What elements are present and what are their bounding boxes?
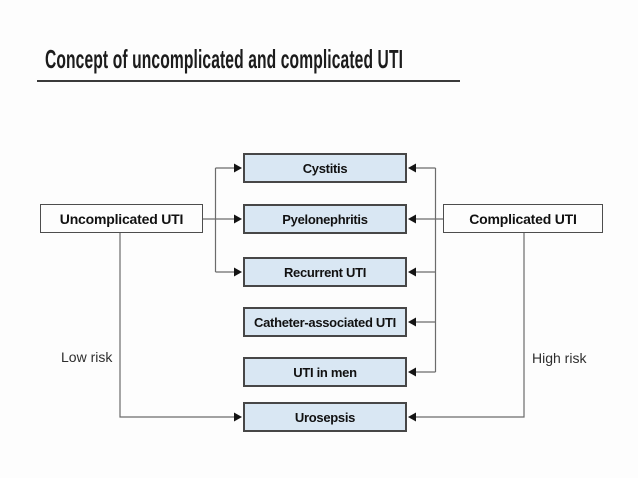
right-connectors — [408, 163, 525, 422]
label-low-risk: Low risk — [61, 349, 113, 365]
page-title: Concept of uncomplicated and complicated… — [45, 44, 404, 74]
left-connectors — [119, 163, 242, 422]
node-complicated-uti: Complicated UTI — [443, 204, 603, 233]
title-underline — [37, 80, 460, 82]
node-uncomplicated-uti: Uncomplicated UTI — [40, 204, 203, 233]
node-catheter-associated-uti: Catheter-associated UTI — [243, 307, 407, 337]
label-high-risk: High risk — [532, 350, 587, 366]
node-urosepsis: Urosepsis — [243, 402, 407, 432]
node-pyelonephritis: Pyelonephritis — [243, 204, 407, 234]
node-uti-in-men: UTI in men — [243, 357, 407, 387]
node-cystitis: Cystitis — [243, 153, 407, 183]
node-recurrent-uti: Recurrent UTI — [243, 257, 407, 287]
